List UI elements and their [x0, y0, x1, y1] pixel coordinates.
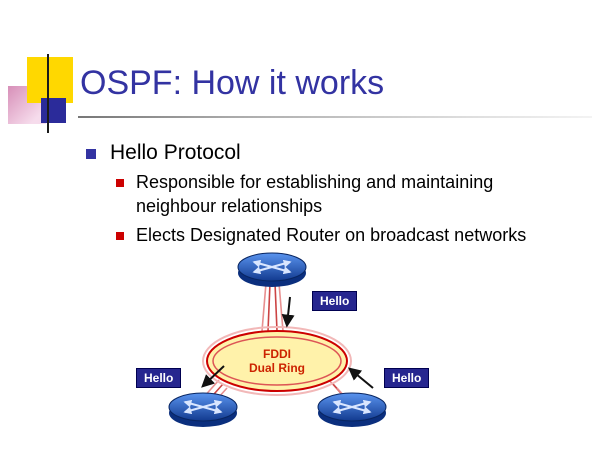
bullet-level2-text: Elects Designated Router on broadcast ne…: [136, 224, 527, 245]
router-icon: [237, 252, 307, 287]
page-title: OSPF: How it works: [80, 64, 385, 102]
hello-direction-arrow-icon: [281, 296, 295, 328]
decor-vertical-line: [47, 54, 49, 133]
bullet-square-icon: [86, 149, 96, 159]
hello-label-right: Hello: [384, 368, 430, 388]
hello-label-left: Hello: [136, 368, 182, 388]
bullet-square-icon: [116, 179, 124, 187]
bullet-square-icon: [116, 231, 124, 240]
link-top-router-to-ring: [261, 282, 284, 332]
bullet-level1-text: Hello Protocol: [110, 141, 241, 164]
bullet-level1: Hello Protocol: [86, 141, 241, 165]
title-divider: [78, 116, 592, 118]
network-diagram: FDDI Dual Ring: [0, 238, 600, 450]
bullet-level2-text: Responsible for establishing and maintai…: [136, 172, 494, 216]
decor-yellow-square: [27, 57, 73, 103]
hello-label-top: Hello: [312, 291, 358, 311]
ring-label-line1: FDDI: [263, 347, 291, 361]
bullet-level2-item: Elects Designated Router on broadcast ne…: [116, 224, 568, 248]
ring-label-line2: Dual Ring: [249, 361, 305, 375]
router-icon: [317, 392, 387, 427]
fddi-dual-ring: FDDI Dual Ring: [202, 326, 352, 396]
bullet-level2-list: Responsible for establishing and maintai…: [116, 171, 568, 248]
bullet-level2-item: Responsible for establishing and maintai…: [116, 171, 568, 219]
hello-direction-arrow-icon: [347, 367, 374, 389]
hello-direction-arrow-icon: [201, 365, 225, 388]
decor-navy-square: [41, 98, 66, 123]
router-icon: [168, 392, 238, 427]
network-diagram-canvas: FDDI Dual Ring: [168, 252, 387, 427]
